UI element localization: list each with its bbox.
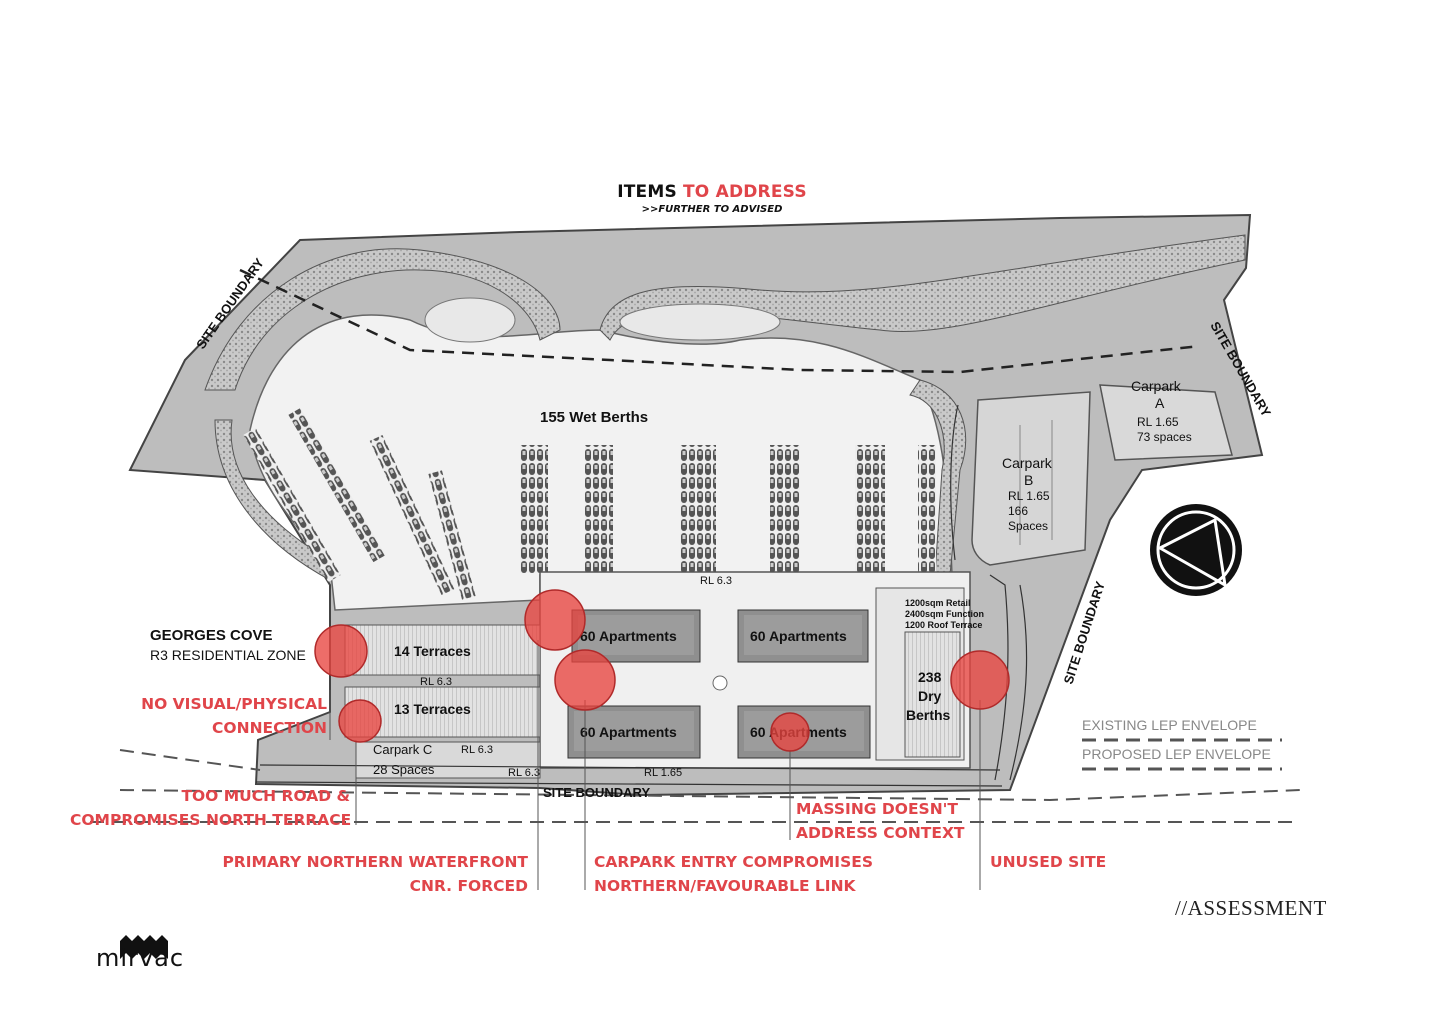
carpark-a-area — [1099, 384, 1233, 461]
carpark-c-area — [355, 741, 541, 779]
dry-berths-num: 238 — [918, 669, 942, 685]
carpark-b-bays — [1019, 420, 1053, 545]
issue-marker-massing — [770, 712, 810, 752]
issue-marker-waterfront-corner — [524, 589, 586, 651]
apartments-label-ne: 60 Apartments — [750, 628, 847, 644]
plaza-feature — [712, 675, 728, 691]
issue-waterfront-corner: PRIMARY NORTHERN WATERFRONT CNR. FORCED — [222, 853, 528, 895]
terraces-13-label: 13 Terraces — [394, 701, 471, 717]
site-boundary-label-s: SITE BOUNDARY — [543, 785, 650, 800]
title-red: TO ADDRESS — [683, 182, 807, 202]
carpark-c-spaces: 28 Spaces — [373, 762, 435, 777]
carpark-a-name: Carpark — [1131, 378, 1182, 394]
terraces-14-label: 14 Terraces — [394, 643, 471, 659]
rl-label-165: RL 1.65 — [644, 767, 682, 779]
apartments-label-nw: 60 Apartments — [580, 628, 677, 644]
retail-line-1: 1200sqm Retail — [905, 598, 971, 608]
existing-envelope-line — [239, 268, 1201, 374]
rl-label-road: RL 6.3 — [508, 767, 540, 779]
lagoon-west — [424, 297, 516, 343]
carpark-b-letter: B — [1024, 472, 1033, 488]
proposed-envelope-lines — [90, 749, 1301, 823]
carpark-b-rl: RL 1.65 — [1008, 489, 1050, 503]
roads — [255, 404, 1028, 787]
carpark-a-spaces: 73 spaces — [1137, 430, 1192, 444]
carpark-b-area — [971, 391, 1091, 566]
terraces-north — [344, 624, 541, 676]
carpark-b-spaces-num: 166 — [1008, 504, 1028, 518]
rl-label-podium: RL 6.3 — [700, 575, 732, 587]
carpark-c-name: Carpark C — [373, 742, 432, 757]
title-black: ITEMS — [617, 182, 677, 202]
legend-proposed-label: PROPOSED LEP ENVELOPE — [1082, 746, 1271, 762]
issue-carpark-entry: CARPARK ENTRY COMPROMISES NORTHERN/FAVOU… — [594, 853, 873, 895]
issue-marker-carpark-entry — [554, 649, 616, 711]
apartments-label-sw: 60 Apartments — [580, 724, 677, 740]
carpark-b-spaces: Spaces — [1008, 519, 1048, 533]
zone-type: R3 RESIDENTIAL ZONE — [150, 647, 306, 663]
dry-berths-area — [904, 631, 961, 758]
lagoon-east — [619, 303, 781, 341]
issue-too-much-road: TOO MUCH ROAD & COMPROMISES NORTH TERRAC… — [70, 787, 352, 829]
rl-label-terraces: RL 6.3 — [420, 676, 452, 688]
retail-line-2: 2400sqm Function — [905, 609, 984, 619]
legend-existing-label: EXISTING LEP ENVELOPE — [1082, 717, 1257, 733]
issue-marker-unused-site — [950, 650, 1010, 710]
breakwater — [204, 248, 561, 391]
page-title: ITEMS TO ADDRESS — [0, 182, 1424, 202]
wet-berths-label: 155 Wet Berths — [540, 409, 648, 426]
page-subtitle: >>FURTHER TO ADVISED — [641, 204, 783, 215]
carpark-a-rl: RL 1.65 — [1137, 415, 1179, 429]
dry-berths-line-2: Berths — [906, 707, 951, 723]
issue-marker-north-terrace — [314, 624, 368, 678]
assessment-label: //ASSESSMENT — [1175, 896, 1327, 920]
dry-berths-line-1: Dry — [918, 688, 942, 704]
issue-no-connection: NO VISUAL/PHYSICAL CONNECTION — [141, 695, 327, 737]
rl-label-carpark-c: RL 6.3 — [461, 744, 493, 756]
issue-markers — [314, 589, 1010, 752]
carpark-b-name: Carpark — [1002, 455, 1053, 471]
leader-lines — [329, 640, 981, 890]
issue-marker-connection — [338, 699, 382, 743]
north-arrow-icon — [1150, 504, 1242, 596]
retail-line-3: 1200 Roof Terrace — [905, 620, 982, 630]
issue-massing: MASSING DOESN'T ADDRESS CONTEXT — [796, 800, 965, 842]
carpark-a-letter: A — [1155, 395, 1165, 411]
issue-unused-site: UNUSED SITE — [990, 853, 1107, 871]
mirvac-logo-icon — [120, 935, 168, 959]
mirvac-wordmark: mirvac — [96, 944, 185, 972]
pontoons — [243, 407, 936, 600]
zone-name: GEORGES COVE — [150, 627, 273, 644]
